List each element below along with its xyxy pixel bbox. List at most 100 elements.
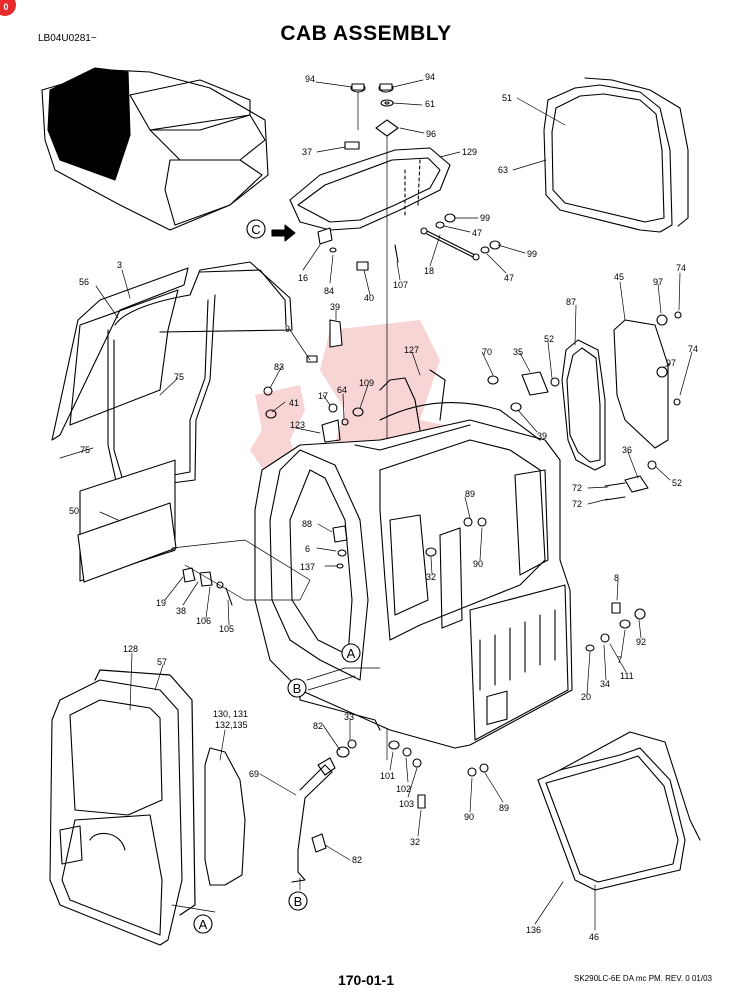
callout-a2-circle [193, 914, 213, 934]
part-label: 94 [425, 72, 435, 82]
glass-130-135 [204, 747, 246, 886]
part-label: 74 [676, 263, 686, 273]
page-title: CAB ASSEMBLY [280, 22, 452, 45]
part-label: 16 [298, 273, 308, 283]
part-label: 107 [393, 280, 408, 290]
corner-badge: 0 [0, 0, 16, 16]
part-label: 72 [572, 483, 582, 493]
right-hardware [487, 311, 682, 652]
part-label: 52 [544, 334, 554, 344]
callout-b1-circle [287, 678, 307, 698]
part-label: 132,135 [215, 720, 248, 730]
part-label: 70 [482, 347, 492, 357]
callout-c-circle [246, 219, 266, 239]
part-label: 6 [305, 544, 310, 554]
part-labels: 94 94 61 96 37 129 51 63 99 47 99 47 16 … [69, 72, 698, 942]
part-label: 39 [330, 302, 340, 312]
part-label: 40 [364, 293, 374, 303]
part-label: 97 [666, 358, 676, 368]
drawing-code: LB04U0281~ [38, 33, 97, 44]
part-label: 63 [498, 165, 508, 175]
part-label: 74 [688, 344, 698, 354]
part-label: 69 [249, 769, 259, 779]
part-label: 102 [396, 784, 411, 794]
part-label: 3 [117, 260, 122, 270]
callout-a-door: A [199, 917, 208, 932]
part-label: 8 [614, 573, 619, 583]
glass-panel-50 [77, 502, 177, 583]
window-51-63 [543, 77, 689, 233]
part-label: 97 [653, 277, 663, 287]
part-label: 90 [473, 559, 483, 569]
right-window-87 [561, 339, 606, 471]
left-window-frame [51, 261, 293, 491]
part-label: 9 [285, 324, 290, 334]
part-label: 35 [513, 347, 523, 357]
glass-45 [613, 319, 669, 449]
callout-b2-circle [288, 891, 308, 911]
part-label: 7 [617, 655, 622, 665]
leader-lines [59, 79, 693, 931]
part-label: 47 [504, 273, 514, 283]
page-number: 170-01-1 [337, 972, 395, 988]
part-label: 75 [174, 372, 184, 382]
callout-c: C [251, 222, 260, 237]
part-label: 38 [176, 606, 186, 616]
bottom-hardware [291, 739, 489, 883]
callout-b-body: B [293, 681, 302, 696]
part-label: 127 [404, 345, 419, 355]
part-label: 50 [69, 506, 79, 516]
callout-b-lever: B [294, 894, 303, 909]
gas-strut-18 [317, 213, 501, 271]
revision-note: SK290LC-6E DA mc PM. REV. 0 01/03 [574, 974, 712, 983]
part-label: 130, 131 [213, 709, 248, 719]
part-label: 57 [157, 657, 167, 667]
part-label: 41 [289, 398, 299, 408]
part-label: 92 [636, 637, 646, 647]
part-label: 36 [622, 445, 632, 455]
part-label: 88 [302, 519, 312, 529]
part-label: 82 [352, 855, 362, 865]
part-label: 18 [424, 266, 434, 276]
part-label: 103 [399, 799, 414, 809]
part-label: 32 [410, 837, 420, 847]
part-label: 37 [302, 147, 312, 157]
part-label: 39 [537, 431, 547, 441]
part-label: 89 [499, 803, 509, 813]
part-label: 47 [472, 228, 482, 238]
part-label: 106 [196, 616, 211, 626]
left-hardware [171, 319, 487, 606]
part-label: 101 [380, 771, 395, 781]
part-label: 61 [425, 99, 435, 109]
part-label: 64 [337, 385, 347, 395]
part-label: 109 [359, 378, 374, 388]
rear-window [537, 731, 701, 891]
cab-frame [254, 369, 573, 749]
part-label: 51 [502, 93, 512, 103]
part-label: 56 [79, 277, 89, 287]
part-label: 32 [426, 572, 436, 582]
part-label: 94 [305, 74, 315, 84]
part-label: 19 [156, 598, 166, 608]
part-label: 45 [614, 272, 624, 282]
part-label: 137 [300, 562, 315, 572]
left-door [49, 669, 196, 946]
part-label: 84 [324, 286, 334, 296]
part-label: 87 [566, 297, 576, 307]
part-label: 75 [80, 445, 90, 455]
part-label: 99 [527, 249, 537, 259]
roof-cover [289, 147, 451, 231]
part-label: 89 [465, 489, 475, 499]
part-label: 83 [274, 362, 284, 372]
part-label: 128 [123, 644, 138, 654]
part-label: 72 [572, 499, 582, 509]
part-label: 33 [344, 712, 354, 722]
callout-a1-circle [341, 643, 361, 663]
part-label: 96 [426, 129, 436, 139]
part-label: 123 [290, 420, 305, 430]
callout-a-body: A [347, 646, 356, 661]
part-label: 82 [313, 721, 323, 731]
part-label: 34 [600, 679, 610, 689]
